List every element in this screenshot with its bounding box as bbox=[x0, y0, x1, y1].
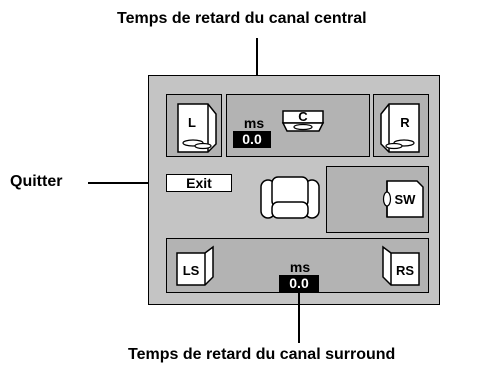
right-speaker-icon: R bbox=[380, 103, 420, 153]
right-surround-speaker-icon: RS bbox=[382, 245, 420, 286]
left-speaker-label: L bbox=[188, 115, 196, 130]
center-ms-unit: ms bbox=[243, 115, 265, 131]
surround-ms-unit: ms bbox=[289, 259, 311, 275]
right-surround-label: RS bbox=[396, 263, 414, 278]
exit-button[interactable]: Exit bbox=[166, 174, 232, 192]
right-speaker-label: R bbox=[400, 115, 410, 130]
surround-delay-value[interactable]: 0.0 bbox=[279, 275, 319, 292]
subwoofer-box[interactable]: SW bbox=[326, 166, 429, 233]
left-speaker-box[interactable]: L bbox=[166, 94, 222, 157]
subwoofer-label: SW bbox=[395, 192, 417, 207]
subwoofer-icon: SW bbox=[382, 180, 424, 218]
right-speaker-box[interactable]: R bbox=[373, 94, 429, 157]
center-delay-callout: Temps de retard du canal central bbox=[117, 10, 367, 27]
surround-callout-line bbox=[298, 291, 300, 343]
quit-callout: Quitter bbox=[10, 173, 63, 190]
left-surround-label: LS bbox=[183, 263, 200, 278]
center-speaker-icon: C bbox=[281, 109, 325, 132]
center-speaker-label: C bbox=[298, 109, 308, 124]
surround-channel-box[interactable]: LS ms 0.0 RS bbox=[166, 238, 429, 293]
listener-seat-icon bbox=[260, 176, 320, 219]
surround-delay-callout: Temps de retard du canal surround bbox=[128, 346, 396, 363]
quit-callout-line bbox=[88, 182, 166, 184]
left-surround-speaker-icon: LS bbox=[176, 245, 214, 286]
left-speaker-icon: L bbox=[177, 103, 217, 153]
center-channel-box[interactable]: ms 0.0 C bbox=[226, 94, 370, 157]
center-delay-value[interactable]: 0.0 bbox=[233, 131, 271, 148]
